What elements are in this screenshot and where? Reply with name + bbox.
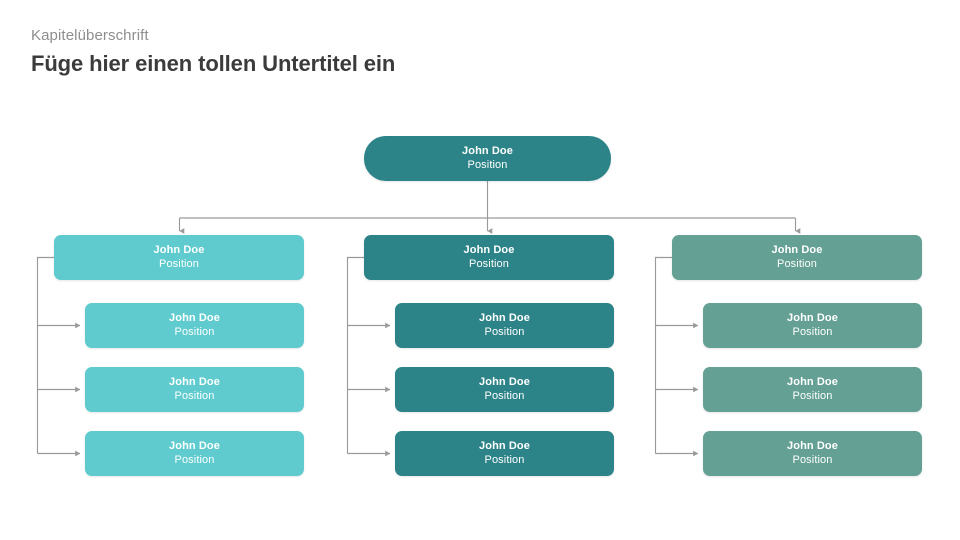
- org-node-role: Position: [467, 159, 508, 171]
- org-node-role: Position: [159, 258, 199, 270]
- org-node-name: John Doe: [169, 376, 220, 388]
- org-node-name: John Doe: [462, 145, 513, 157]
- connector-branch-2-trunk: [346, 256, 364, 454]
- org-node-branch-2-child-1[interactable]: John Doe Position: [395, 303, 614, 348]
- org-node-name: John Doe: [169, 312, 220, 324]
- org-node-branch-3-head[interactable]: John Doe Position: [672, 235, 922, 280]
- org-node-name: John Doe: [169, 440, 220, 452]
- org-node-name: John Doe: [787, 376, 838, 388]
- org-node-name: John Doe: [479, 376, 530, 388]
- org-node-name: John Doe: [771, 244, 823, 256]
- org-node-role: Position: [792, 390, 833, 402]
- org-node-branch-3-child-1[interactable]: John Doe Position: [703, 303, 922, 348]
- org-node-branch-1-child-3[interactable]: John Doe Position: [85, 431, 304, 476]
- org-node-role: Position: [484, 454, 525, 466]
- org-node-role: Position: [469, 258, 509, 270]
- chapter-label: Kapitelüberschrift: [31, 27, 149, 44]
- org-node-branch-1-head[interactable]: John Doe Position: [54, 235, 304, 280]
- org-node-branch-2-child-2[interactable]: John Doe Position: [395, 367, 614, 412]
- org-node-branch-2-child-3[interactable]: John Doe Position: [395, 431, 614, 476]
- org-node-role: Position: [174, 326, 215, 338]
- org-node-role: Position: [777, 258, 817, 270]
- org-node-name: John Doe: [153, 244, 205, 256]
- connector-branch-1-trunk: [36, 256, 54, 454]
- connector-branch-3-trunk: [654, 256, 672, 454]
- org-node-role: Position: [484, 326, 525, 338]
- org-node-role: Position: [484, 390, 525, 402]
- org-node-branch-1-child-2[interactable]: John Doe Position: [85, 367, 304, 412]
- org-node-name: John Doe: [787, 312, 838, 324]
- org-node-name: John Doe: [479, 440, 530, 452]
- org-node-branch-3-child-3[interactable]: John Doe Position: [703, 431, 922, 476]
- org-node-name: John Doe: [463, 244, 515, 256]
- org-node-role: Position: [792, 326, 833, 338]
- org-node-branch-3-child-2[interactable]: John Doe Position: [703, 367, 922, 412]
- org-node-role: Position: [792, 454, 833, 466]
- org-node-role: Position: [174, 454, 215, 466]
- org-node-branch-2-head[interactable]: John Doe Position: [364, 235, 614, 280]
- org-node-name: John Doe: [479, 312, 530, 324]
- org-node-root[interactable]: John Doe Position: [364, 136, 611, 181]
- org-node-role: Position: [174, 390, 215, 402]
- org-node-branch-1-child-1[interactable]: John Doe Position: [85, 303, 304, 348]
- page-title: Füge hier einen tollen Untertitel ein: [31, 51, 396, 76]
- page-header: Kapitelüberschrift Füge hier einen tolle…: [31, 26, 731, 78]
- org-node-name: John Doe: [787, 440, 838, 452]
